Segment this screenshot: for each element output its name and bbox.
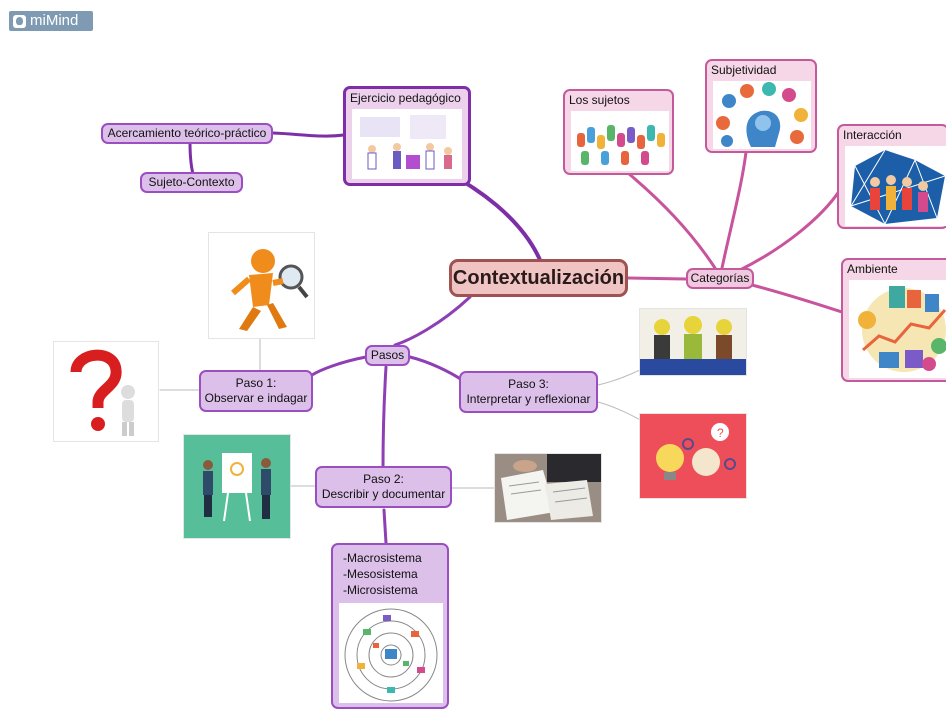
three-figures-lightbulbs (640, 309, 746, 375)
node-acercamiento[interactable]: Acercamiento teórico-práctico (101, 123, 273, 144)
node-categorias[interactable]: Categorías (686, 268, 754, 289)
node-ambiente[interactable]: Ambiente (841, 258, 946, 382)
paso-3-line1: Paso 3: (508, 377, 549, 391)
ecological-systems-diagram (339, 603, 443, 703)
node-title: Ambiente (847, 262, 898, 276)
paso-1-line2: Observar e indagar (204, 391, 308, 405)
group-people-illustration (845, 146, 946, 226)
mimind-logo-icon (13, 14, 26, 28)
sistema-line-micro: -Microsistema (343, 583, 418, 597)
detective-magnifier-figure (209, 233, 314, 338)
node-ejercicio-pedagogico[interactable]: Ejercicio pedagógico (343, 86, 471, 186)
mimind-brand[interactable]: miMind (9, 11, 93, 31)
node-paso-3[interactable]: Paso 3: Interpretar y reflexionar (459, 371, 598, 413)
presentation-whiteboard-illustration (184, 435, 290, 538)
brand-name: miMind (30, 12, 79, 29)
raised-hands-illustration (571, 111, 669, 171)
node-title: Interacción (843, 128, 902, 142)
head-icons-illustration (713, 81, 811, 149)
sistema-line-macro: -Macrosistema (343, 551, 422, 565)
node-paso-1[interactable]: Paso 1: Observar e indagar (199, 370, 313, 412)
paso-2-line1: Paso 2: (363, 472, 404, 486)
paso-3-line2: Interpretar y reflexionar (466, 392, 591, 406)
sistema-line-meso: -Mesosistema (343, 567, 418, 581)
node-title: Subjetividad (711, 63, 777, 77)
paso-2-line2: Describir y documentar (321, 487, 446, 501)
central-node[interactable]: Contextualización (449, 259, 628, 297)
node-paso-2[interactable]: Paso 2: Describir y documentar (315, 466, 452, 508)
node-sistemas[interactable]: -Macrosistema -Mesosistema -Microsistema (331, 543, 449, 709)
teacher-classroom-illustration (352, 109, 462, 179)
node-los-sujetos[interactable]: Los sujetos (563, 89, 674, 175)
desk-documents-photo (495, 454, 601, 522)
node-title: Ejercicio pedagógico (350, 91, 461, 105)
node-interaccion[interactable]: Interacción (837, 124, 946, 229)
question-mark-figure (54, 342, 158, 441)
node-sujeto-contexto[interactable]: Sujeto-Contexto (140, 172, 243, 193)
svg-text:?: ? (717, 426, 724, 440)
paso-1-line1: Paso 1: (235, 376, 277, 390)
node-pasos[interactable]: Pasos (365, 345, 410, 366)
node-title: Los sujetos (569, 93, 630, 107)
lightbulb-thinking-illustration: ? (640, 414, 746, 498)
city-environment-illustration (849, 280, 946, 378)
node-subjetividad[interactable]: Subjetividad (705, 59, 817, 153)
